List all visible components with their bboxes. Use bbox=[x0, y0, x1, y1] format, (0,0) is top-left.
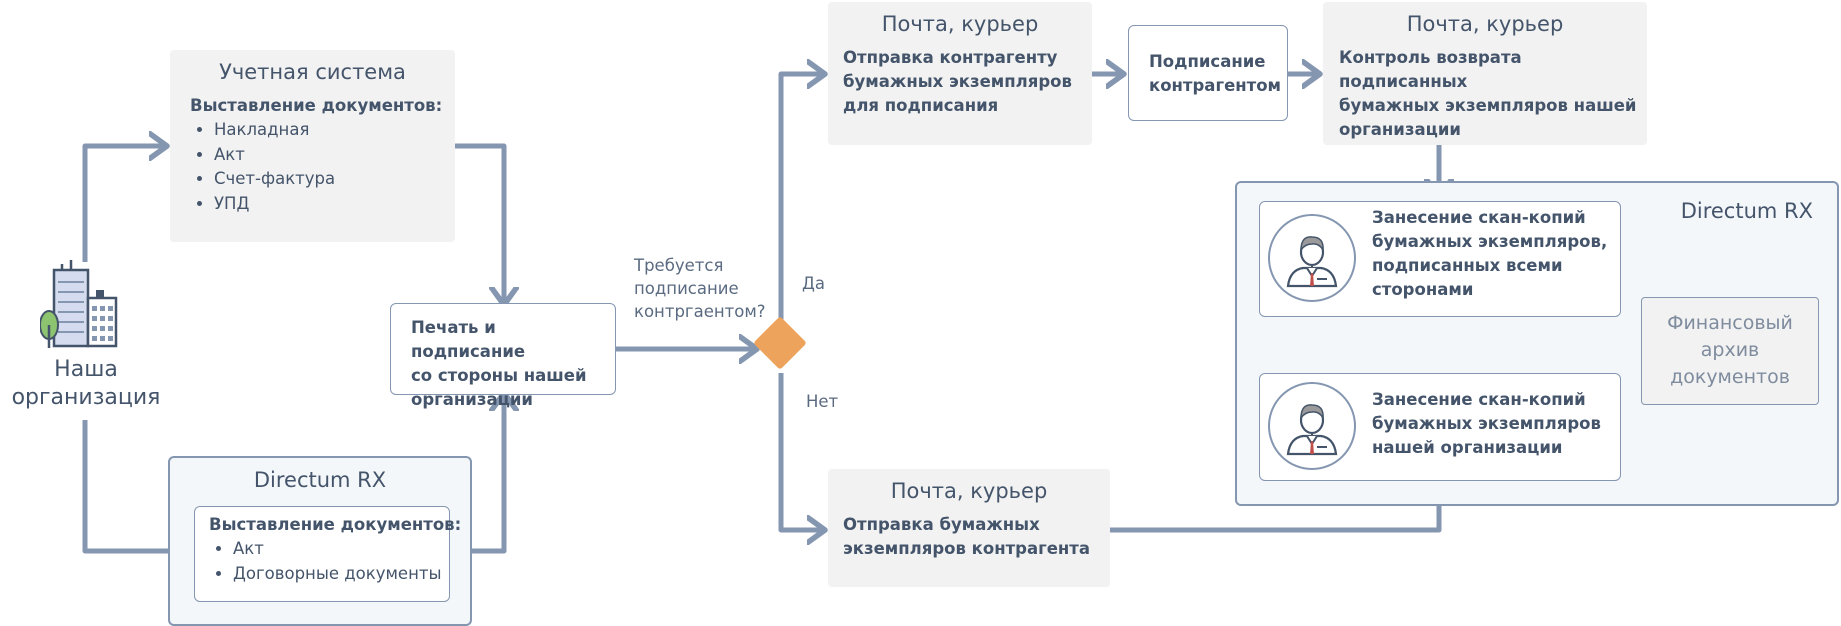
send-bottom-line2: экземпляров контрагента bbox=[843, 539, 1091, 558]
list-item: Накладная bbox=[214, 118, 455, 143]
organization-node: Наша организация bbox=[8, 252, 168, 422]
scan-ours-line2: бумажных экземпляров bbox=[1372, 414, 1601, 433]
list-item: Счет-фактура bbox=[214, 167, 455, 192]
list-item: УПД bbox=[214, 192, 455, 217]
org-label-line1: Наша bbox=[54, 357, 118, 382]
control-return-line3: организации bbox=[1339, 120, 1461, 139]
directum-left-inner: Выставление документов: Акт Договорные д… bbox=[194, 506, 462, 602]
arrow-org-to-accounting bbox=[82, 146, 165, 262]
archive-line2: архив bbox=[1700, 339, 1760, 361]
directum-right-container: Directum RX Занесение скан-копий бумажны… bbox=[1235, 181, 1839, 506]
org-label-line2: организация bbox=[11, 385, 161, 410]
directum-left-container: Directum RX Выставление документов: Акт … bbox=[168, 456, 472, 626]
print-sign-box: Печать и подписание со стороны нашей орг… bbox=[390, 303, 616, 409]
scan-all-box: Занесение скан-копий бумажных экземпляро… bbox=[1259, 201, 1621, 317]
question-label: Требуется подписание контргаентом? bbox=[634, 254, 774, 323]
arrow-decision-yes bbox=[778, 74, 823, 325]
list-item: Акт bbox=[233, 537, 449, 562]
directum-left-title: Directum RX bbox=[253, 468, 387, 492]
decision-diamond bbox=[754, 317, 806, 369]
control-return-line1: Контроль возврата подписанных bbox=[1339, 48, 1522, 91]
scan-all-line4: сторонами bbox=[1372, 280, 1474, 299]
send-bottom-title: Почта, курьер bbox=[890, 479, 1048, 503]
financial-archive-box: Финансовый архив документов bbox=[1641, 297, 1819, 405]
directum-left-heading: Выставление документов: bbox=[209, 515, 462, 534]
accounting-title: Учетная система bbox=[219, 60, 406, 84]
send-top-box: Почта, курьер Отправка контрагенту бумаж… bbox=[828, 2, 1092, 145]
buildings-icon bbox=[40, 260, 118, 348]
accounting-heading: Выставление документов: bbox=[190, 96, 443, 115]
print-sign-line1: Печать и подписание bbox=[411, 318, 526, 361]
print-sign-line3: организации bbox=[411, 390, 533, 409]
counterparty-sign-box: Подписание контрагентом bbox=[1128, 25, 1288, 121]
avatar bbox=[1268, 382, 1356, 470]
archive-line3: документов bbox=[1670, 366, 1790, 388]
arrow-org-to-directum bbox=[82, 420, 190, 551]
counterparty-sign-line1: Подписание bbox=[1149, 52, 1266, 71]
scan-ours-box: Занесение скан-копий бумажных экземпляро… bbox=[1259, 373, 1621, 481]
scan-ours-line3: нашей организации bbox=[1372, 438, 1563, 457]
list-item: Акт bbox=[214, 143, 455, 168]
control-return-title: Почта, курьер bbox=[1406, 12, 1564, 36]
question-line1: Требуется bbox=[634, 256, 724, 275]
accounting-list: Накладная Акт Счет-фактура УПД bbox=[190, 118, 455, 216]
question-line3: контргаентом? bbox=[634, 302, 766, 321]
send-top-title: Почта, курьер bbox=[881, 12, 1039, 36]
question-line2: подписание bbox=[634, 279, 739, 298]
control-return-box: Почта, курьер Контроль возврата подписан… bbox=[1323, 2, 1647, 145]
avatar bbox=[1268, 214, 1356, 302]
arrow-accounting-to-print bbox=[453, 143, 504, 303]
counterparty-sign-line2: контрагентом bbox=[1149, 76, 1282, 95]
scan-all-line1: Занесение скан-копий bbox=[1372, 208, 1586, 227]
scan-all-line3: подписанных всеми bbox=[1372, 256, 1563, 275]
directum-right-title: Directum RX bbox=[1680, 199, 1813, 223]
send-bottom-box: Почта, курьер Отправка бумажных экземпля… bbox=[828, 469, 1110, 587]
decision-no-label: Нет bbox=[806, 392, 839, 411]
send-top-line3: для подписания bbox=[843, 96, 999, 115]
accounting-system-box: Учетная система Выставление документов: … bbox=[170, 50, 455, 242]
list-item: Договорные документы bbox=[233, 562, 449, 587]
send-top-line2: бумажных экземпляров bbox=[843, 72, 1072, 91]
archive-line1: Финансовый bbox=[1667, 312, 1793, 334]
scan-ours-line1: Занесение скан-копий bbox=[1372, 390, 1586, 409]
send-top-line1: Отправка контрагенту bbox=[843, 48, 1058, 67]
person-icon bbox=[1286, 404, 1338, 456]
control-return-line2: бумажных экземпляров нашей bbox=[1339, 96, 1637, 115]
directum-left-list: Акт Договорные документы bbox=[209, 537, 449, 586]
person-icon bbox=[1286, 236, 1338, 288]
arrow-decision-no bbox=[778, 373, 823, 530]
send-bottom-line1: Отправка бумажных bbox=[843, 515, 1040, 534]
scan-all-line2: бумажных экземпляров, bbox=[1372, 232, 1608, 251]
decision-yes-label: Да bbox=[802, 274, 826, 293]
print-sign-line2: со стороны нашей bbox=[411, 366, 587, 385]
